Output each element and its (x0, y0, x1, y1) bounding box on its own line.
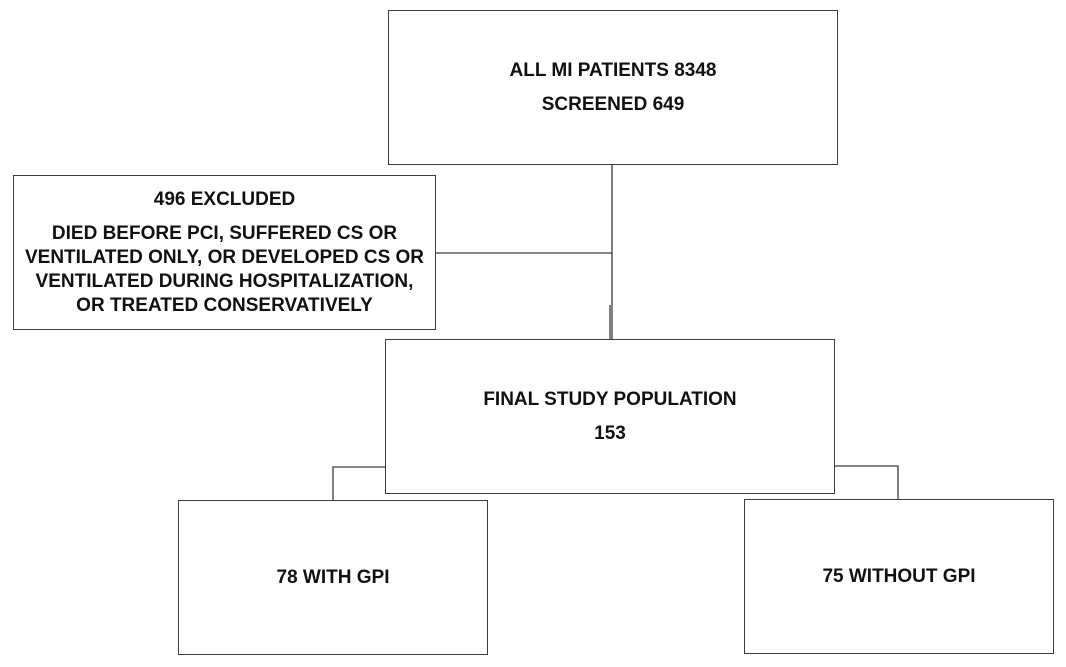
with-gpi-label: 78 WITH GPI (276, 566, 390, 588)
excluded-reason-line: VENTILATED ONLY, OR DEVELOPED CS OR (24, 246, 425, 268)
excluded-reason-line: OR TREATED CONSERVATIVELY (76, 294, 373, 316)
connector-final-to-right (834, 465, 899, 499)
with-gpi-box: 78 WITH GPI (178, 500, 488, 655)
excluded-box: 496 EXCLUDED DIED BEFORE PCI, SUFFERED C… (13, 175, 436, 330)
excluded-heading: 496 EXCLUDED (153, 188, 296, 210)
all-mi-patients-text: ALL MI PATIENTS 8348 (509, 59, 717, 81)
excluded-reason-line: VENTILATED DURING HOSPITALIZATION, (35, 270, 414, 292)
final-population-title: FINAL STUDY POPULATION (483, 388, 737, 410)
connector-final-to-left (332, 466, 385, 500)
screened-count-text: SCREENED 649 (541, 93, 685, 115)
screened-patients-box: ALL MI PATIENTS 8348 SCREENED 649 (388, 10, 838, 165)
final-population-box: FINAL STUDY POPULATION 153 (385, 339, 835, 494)
without-gpi-box: 75 WITHOUT GPI (744, 499, 1054, 654)
final-population-count: 153 (594, 422, 626, 444)
without-gpi-label: 75 WITHOUT GPI (822, 565, 976, 587)
excluded-reason-line: DIED BEFORE PCI, SUFFERED CS OR (51, 222, 398, 244)
